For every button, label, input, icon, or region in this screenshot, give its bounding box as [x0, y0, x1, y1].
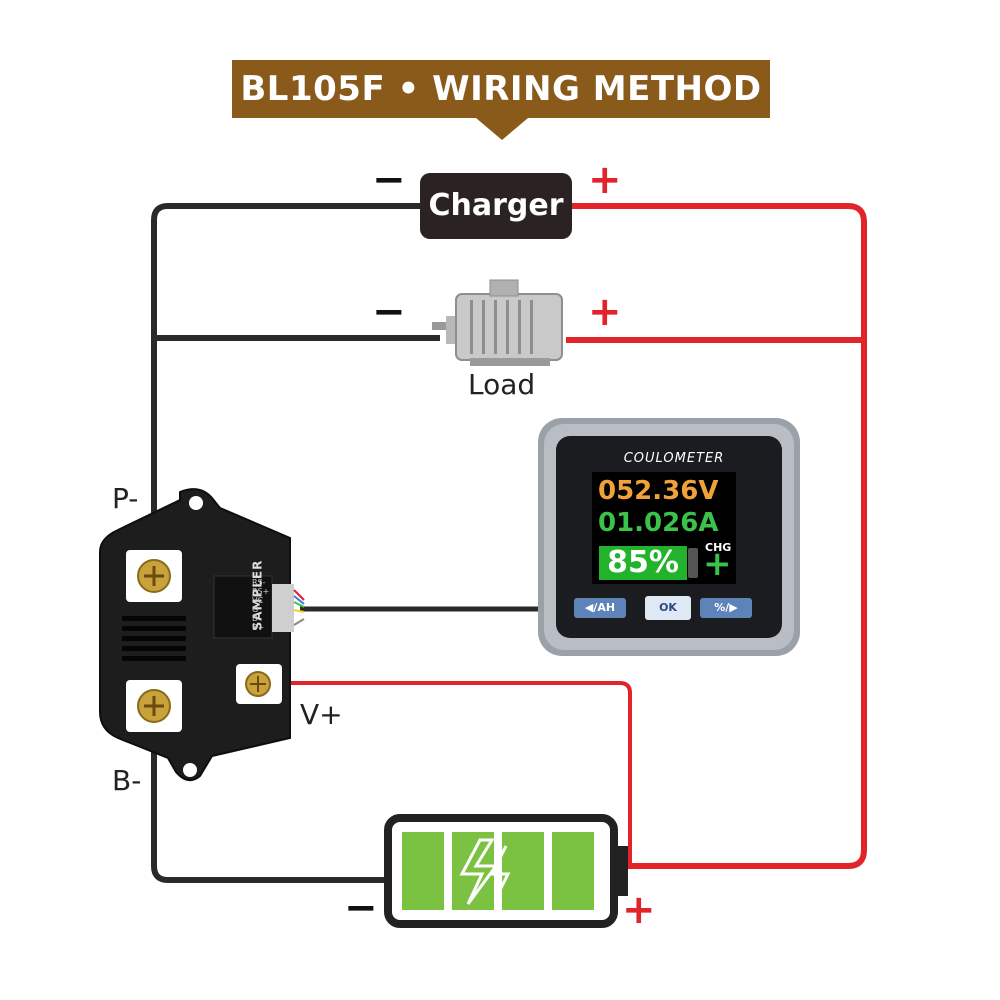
pin-label: VC	[252, 596, 264, 605]
b-minus-label: B-	[112, 764, 142, 797]
pin-label: G	[252, 605, 259, 614]
charger-label: Charger	[428, 188, 564, 223]
terminal-p-minus	[126, 550, 182, 602]
pin-label: B-	[252, 614, 261, 623]
battery-icon	[384, 814, 628, 928]
load-plus-sign: +	[588, 289, 622, 335]
ah-button[interactable]: ◀/AH	[584, 601, 616, 614]
battery-plus-sign: +	[622, 887, 656, 933]
charger-plus-sign: +	[588, 157, 622, 203]
pin-label: RS+	[252, 587, 270, 596]
terminal-v-plus	[236, 664, 282, 704]
load-label: Load	[468, 368, 536, 401]
banner-pointer-icon	[476, 118, 528, 140]
coulometer-title: COULOMETER	[623, 451, 725, 466]
wire-charger-negative	[151, 203, 420, 580]
battery-minus-sign: −	[344, 885, 378, 931]
chg-label: CHG	[705, 541, 732, 554]
charging-plus-icon: +	[703, 544, 732, 584]
wire-charger-positive	[572, 203, 867, 869]
terminal-b-minus	[126, 680, 182, 732]
v-plus-label: V+	[300, 698, 343, 731]
p-minus-label: P-	[112, 482, 139, 515]
wire-battery-negative	[151, 700, 388, 883]
ok-button[interactable]: OK	[659, 601, 677, 614]
charger-minus-sign: −	[372, 157, 406, 203]
shunt-sampler-body	[99, 488, 305, 782]
charger-box: Charger	[420, 173, 572, 239]
motor-icon	[432, 279, 563, 366]
pin-label: B+	[252, 623, 265, 632]
wire-vplus	[262, 681, 632, 866]
percent-button[interactable]: %/▶	[714, 601, 738, 614]
current-readout: 01.026A	[598, 508, 719, 538]
page-title: BL105F • WIRING METHOD	[240, 69, 762, 109]
pin-label: RS-	[252, 578, 266, 587]
coulometer-device	[538, 418, 800, 656]
title-banner: BL105F • WIRING METHOD	[232, 60, 770, 118]
voltage-readout: 052.36V	[598, 476, 719, 506]
battery-percent: 85%	[599, 546, 687, 580]
load-minus-sign: −	[372, 289, 406, 335]
